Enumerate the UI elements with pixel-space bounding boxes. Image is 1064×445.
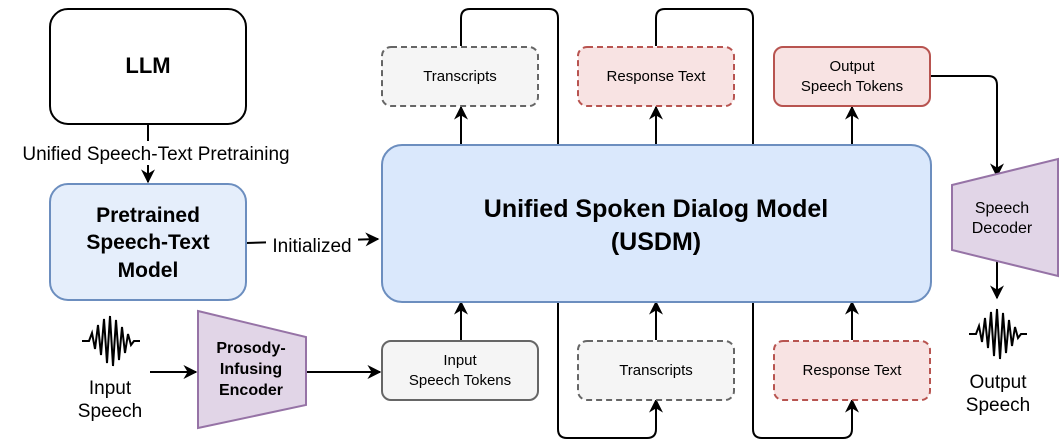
pretrain-edge-label: Unified Speech-Text Pretraining	[22, 144, 289, 165]
output-tokens-line1: Output	[829, 58, 875, 75]
pretrained-model-node: Pretrained Speech-Text Model	[49, 183, 247, 301]
encoder-label-line2: Infusing	[220, 361, 282, 378]
initialized-label-bg	[266, 233, 358, 257]
transcripts-top-node: Transcripts	[381, 46, 539, 107]
output-waveform-icon	[969, 308, 1027, 360]
decoder-label-line2: Decoder	[972, 220, 1033, 237]
input-tokens-node: Input Speech Tokens	[381, 340, 539, 401]
pretrain-label-bg	[4, 141, 308, 165]
input-tokens-line2: Speech Tokens	[409, 372, 511, 389]
output-speech-line2: Speech	[966, 395, 1030, 416]
response-top-node: Response Text	[577, 46, 735, 107]
output-tokens-node: Output Speech Tokens	[773, 46, 931, 107]
usdm-node: Unified Spoken Dialog Model (USDM)	[381, 144, 932, 303]
response-bottom-label: Response Text	[803, 362, 903, 379]
transcripts-top-label: Transcripts	[423, 68, 497, 85]
pretrained-label-line2: Speech-Text	[86, 231, 209, 254]
pretrained-label-line1: Pretrained	[96, 204, 200, 227]
speech-decoder-node: Speech Decoder	[951, 157, 1059, 278]
input-tokens-line1: Input	[443, 352, 477, 369]
output-tokens-line2: Speech Tokens	[801, 78, 903, 95]
output-speech-line1: Output	[969, 372, 1027, 393]
llm-label: LLM	[125, 53, 170, 78]
input-speech-line1: Input	[89, 378, 132, 399]
pretrained-label-line3: Model	[118, 259, 179, 282]
transcripts-bottom-label: Transcripts	[619, 362, 693, 379]
input-waveform-icon	[82, 315, 140, 367]
encoder-label-line3: Encoder	[219, 382, 283, 399]
encoder-label-line1: Prosody-	[216, 340, 285, 357]
decoder-label-line1: Speech	[975, 200, 1029, 217]
llm-node: LLM	[49, 8, 247, 125]
response-top-label: Response Text	[607, 68, 707, 85]
response-bottom-node: Response Text	[773, 340, 931, 401]
initialized-edge-label: Initialized	[272, 236, 351, 257]
usdm-label-line1: Unified Spoken Dialog Model	[484, 195, 828, 223]
output-tokens-to-decoder-arrow	[931, 75, 1004, 178]
transcripts-bottom-node: Transcripts	[577, 340, 735, 401]
input-speech-line2: Speech	[78, 401, 142, 422]
prosody-encoder-node: Prosody- Infusing Encoder	[197, 309, 307, 430]
usdm-label-line2: (USDM)	[611, 228, 701, 256]
